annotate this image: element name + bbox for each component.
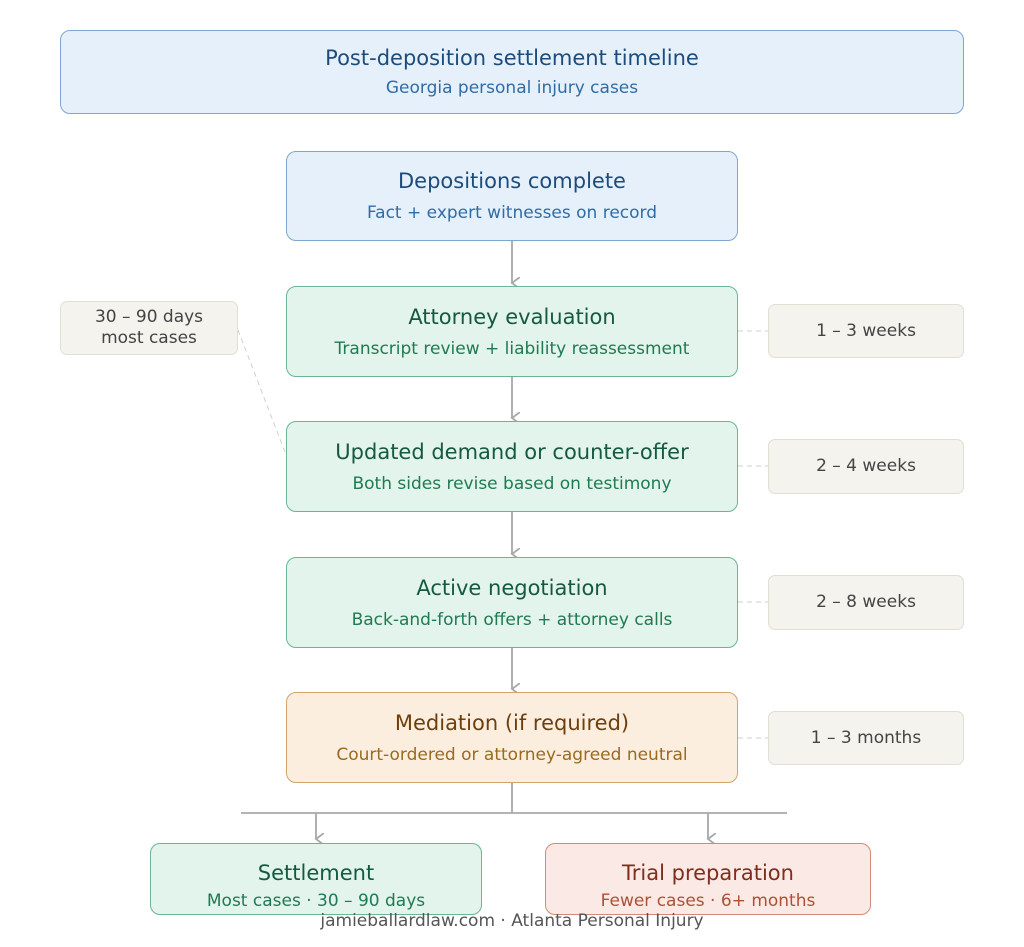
step-title: Mediation (if required)	[394, 710, 630, 735]
step-mediation: Mediation (if required) Court-ordered or…	[286, 692, 738, 783]
step-subtitle: Both sides revise based on testimony	[352, 473, 672, 494]
step-subtitle: Fact + expert witnesses on record	[366, 203, 658, 223]
step-active-negotiation: Active negotiation Back-and-forth offers…	[286, 557, 738, 648]
step-title: Attorney evaluation	[408, 304, 616, 329]
total-duration-caption: most cases	[101, 328, 197, 348]
step-depositions-complete: Depositions complete Fact + expert witne…	[286, 151, 738, 241]
step-attorney-evaluation: Attorney evaluation Transcript review + …	[286, 286, 738, 377]
outcome-trial-preparation: Trial preparation Fewer cases · 6+ month…	[545, 843, 871, 915]
footer-credit: jamieballardlaw.com · Atlanta Personal I…	[320, 911, 704, 931]
duration-label: 1 – 3 months	[810, 727, 922, 748]
step-updated-demand: Updated demand or counter-offer Both sid…	[286, 421, 738, 512]
step-subtitle: Court-ordered or attorney-agreed neutral	[336, 744, 688, 765]
duration-updated-demand: 2 – 4 weeks	[768, 439, 964, 494]
step-title: Depositions complete	[398, 169, 626, 193]
duration-active-negotiation: 2 – 8 weeks	[768, 575, 964, 630]
step-subtitle: Back-and-forth offers + attorney calls	[351, 609, 673, 630]
total-duration-value: 30 – 90 days	[94, 307, 204, 327]
duration-mediation: 1 – 3 months	[768, 711, 964, 765]
duration-attorney-evaluation: 1 – 3 weeks	[768, 304, 964, 358]
diagram-title: Post-deposition settlement timeline	[325, 46, 699, 70]
step-title: Active negotiation	[416, 575, 608, 600]
diagram-subtitle: Georgia personal injury cases	[385, 78, 639, 98]
total-duration-note: 30 – 90 days most cases	[60, 301, 238, 355]
outcome-subtitle: Most cases · 30 – 90 days	[206, 891, 426, 911]
outcome-settlement: Settlement Most cases · 30 – 90 days	[150, 843, 482, 915]
outcome-title: Trial preparation	[622, 861, 794, 885]
duration-label: 1 – 3 weeks	[816, 320, 916, 341]
outcome-title: Settlement	[257, 861, 375, 885]
step-subtitle: Transcript review + liability reassessme…	[334, 338, 690, 359]
duration-label: 2 – 4 weeks	[816, 456, 916, 476]
outcome-subtitle: Fewer cases · 6+ months	[600, 891, 816, 911]
step-title: Updated demand or counter-offer	[335, 439, 689, 464]
diagram-title-box: Post-deposition settlement timeline Geor…	[60, 30, 964, 114]
leader-total-note	[237, 329, 286, 453]
duration-label: 2 – 8 weeks	[816, 592, 916, 612]
